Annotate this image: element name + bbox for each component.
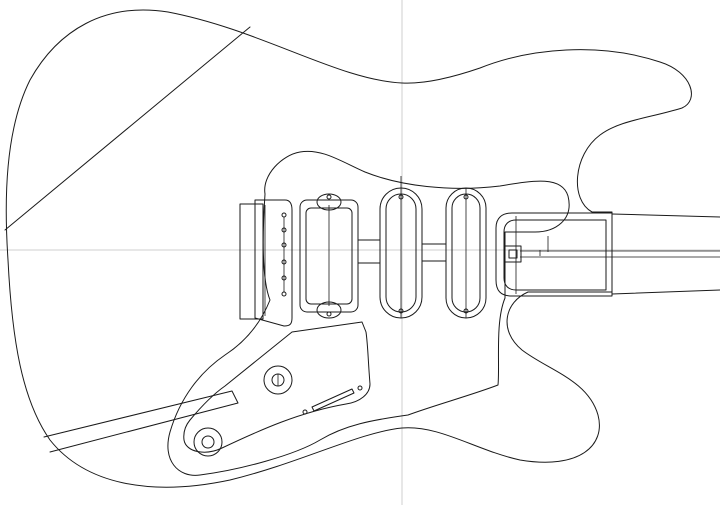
selector-switch-slot [311,388,355,412]
belly-contour-strip [43,390,239,453]
bridge-screw-1 [281,212,287,218]
control-plate-outline [183,321,371,453]
output-jack-outer [193,427,223,457]
forearm-contour-line [4,26,251,231]
switch-screw-right [357,385,363,391]
neck-coil-screw-top [463,194,469,200]
neck [520,213,720,295]
neck-edge-bottom [611,289,720,295]
switch-screw-left [302,409,308,415]
control-plate [183,321,371,457]
pickup-channel [357,239,447,264]
bridge [239,199,293,327]
middle-coil-screw-bottom [398,308,404,314]
bridge-block [239,203,264,320]
volume-knob-outer [263,365,293,395]
pickguard [167,150,570,476]
neck-coil-screw-bottom [463,308,469,314]
guitar-body-outline [5,9,692,488]
bridge-plate [254,199,293,327]
output-jack-inner [201,435,215,449]
truss-rod-nut [508,249,518,259]
neck-pocket-inner [503,219,607,291]
body-contour-lines [4,26,251,453]
middle-single-coil [379,176,423,319]
neck-pocket-outer [495,212,613,297]
middle-coil-screw-top [398,194,404,200]
humbucker-screw-bottom [326,311,332,317]
neck-single-coil [445,187,487,319]
humbucker-screw-top [326,194,332,200]
neck-edge-top [611,213,720,218]
truss-rod-access [504,245,522,263]
neck-pocket [495,212,613,297]
bridge-humbucker [299,193,359,319]
bridge-screw-6 [281,291,287,297]
